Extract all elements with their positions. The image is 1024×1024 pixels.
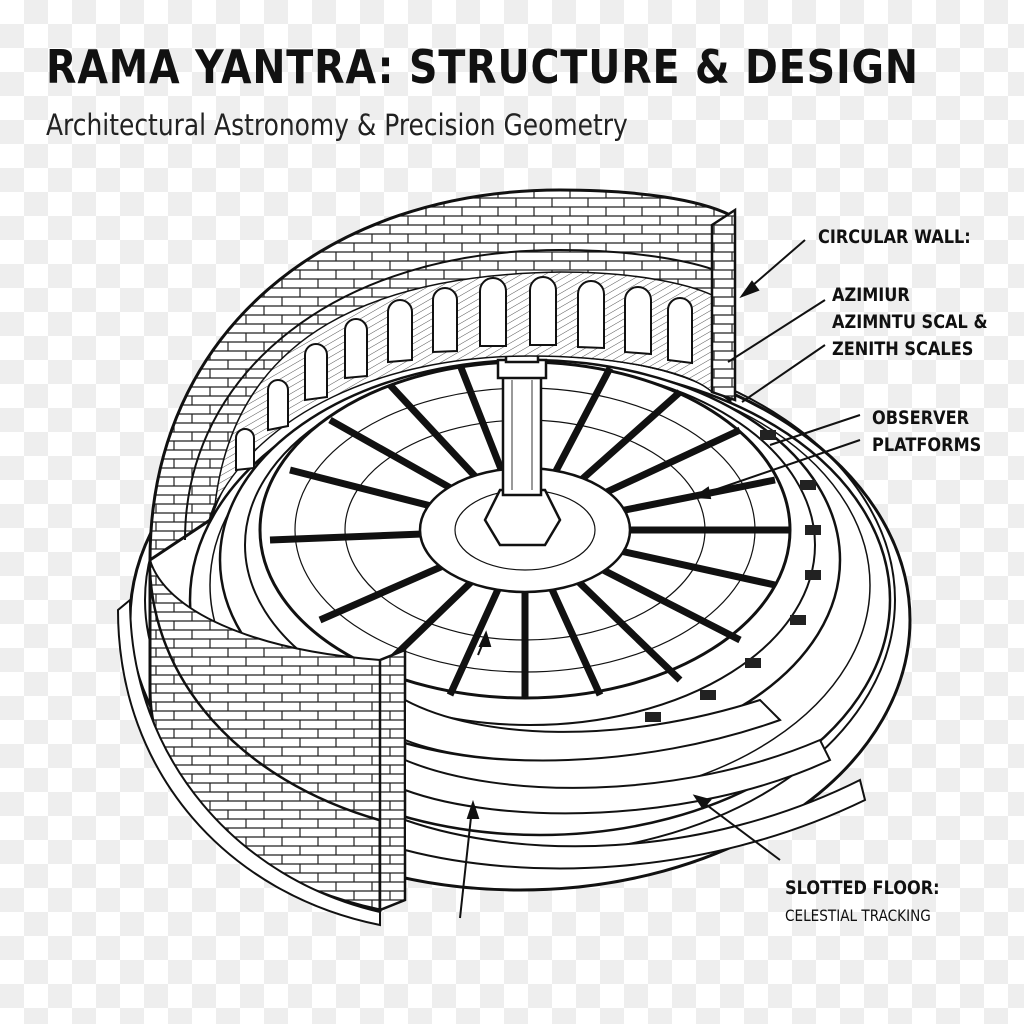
callout-observer-line-1: OBSERVER (872, 407, 970, 429)
callout-slotted-floor-line-1: SLOTTED FLOOR: (785, 877, 940, 899)
lower-ledge (404, 698, 867, 870)
callout-observer-platforms: OBSERVER PLATFORMS (872, 405, 981, 459)
callout-observer-line-2: PLATFORMS (872, 434, 982, 456)
callout-slotted-floor-line-2: CELESTIAL TRACKING (785, 906, 931, 925)
callout-azimuth-scales: AZIMIUR AZIMNTU SCAL & ZENITH SCALES (832, 282, 988, 363)
callout-azimuth-line-2: AZIMNTU SCAL & (832, 311, 988, 333)
page-title: RAMA YANTRA: STRUCTURE & DESIGN (46, 40, 919, 94)
callout-circular-wall: CIRCULAR WALL: (818, 224, 971, 251)
callout-azimuth-line-3: ZENITH SCALES (832, 338, 974, 360)
callout-slotted-floor: SLOTTED FLOOR: CELESTIAL TRACKING (785, 875, 940, 929)
callout-azimuth-line-1: AZIMIUR (832, 284, 910, 306)
front-wall-segment (116, 559, 407, 927)
leader-lines (459, 239, 861, 919)
circular-wall (148, 188, 737, 563)
callout-circular-wall-text: CIRCULAR WALL: (818, 226, 971, 248)
page-subtitle: Architectural Astronomy & Precision Geom… (46, 108, 628, 142)
